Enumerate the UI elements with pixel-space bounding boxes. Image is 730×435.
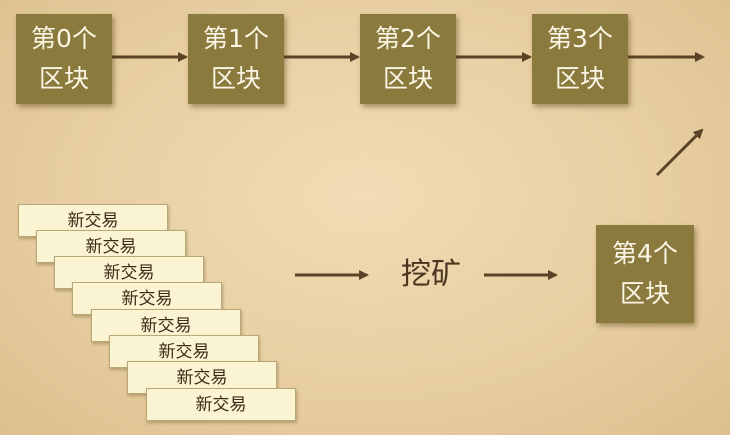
- block-3: 第3个 区块: [532, 14, 628, 104]
- block-3-line2: 区块: [554, 64, 605, 93]
- block-0: 第0个 区块: [16, 14, 112, 104]
- block-1-line2: 区块: [210, 64, 261, 93]
- mining-label: 挖矿: [401, 257, 461, 292]
- block-0-line2: 区块: [38, 64, 89, 93]
- transaction-card: 新交易: [146, 388, 296, 421]
- new-block-4: 第4个 区块: [596, 225, 694, 323]
- block-1: 第1个 区块: [188, 14, 284, 104]
- block-2-line1: 第2个: [375, 24, 441, 53]
- block-3-line1: 第3个: [547, 24, 613, 53]
- block-1-line1: 第1个: [203, 24, 269, 53]
- block-0-line1: 第0个: [31, 24, 97, 53]
- block-2: 第2个 区块: [360, 14, 456, 104]
- arrow-new-block-up: [655, 128, 704, 177]
- new-block-line1: 第4个: [612, 239, 678, 268]
- new-block-line2: 区块: [619, 279, 670, 308]
- block-2-line2: 区块: [382, 64, 433, 93]
